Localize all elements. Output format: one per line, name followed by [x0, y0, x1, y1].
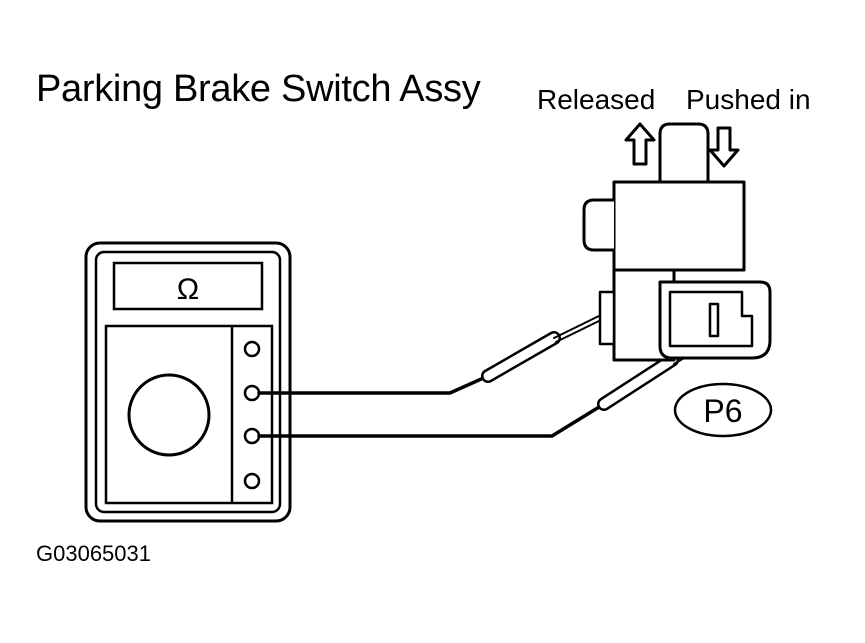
connector-label-outline [673, 382, 773, 438]
diagram-title: Parking Brake Switch Assy [36, 68, 481, 110]
pushed-in-arrow-icon [708, 126, 740, 168]
ohm-symbol: Ω [177, 273, 199, 306]
released-arrow-icon [624, 122, 656, 166]
selector-dial [127, 373, 211, 457]
meter-display [112, 261, 264, 311]
jack-1 [243, 340, 261, 358]
meter-face [104, 324, 274, 505]
jack-2 [243, 384, 261, 402]
pushed-in-label: Pushed in [686, 84, 811, 115]
connector-label: P6 [703, 393, 742, 429]
released-label: Released [537, 84, 656, 115]
figure-code: G03065031 [36, 541, 151, 566]
parking-brake-switch [582, 122, 772, 362]
jack-3 [243, 427, 261, 445]
test-lead-upper [257, 313, 604, 395]
jack-4 [243, 472, 261, 490]
